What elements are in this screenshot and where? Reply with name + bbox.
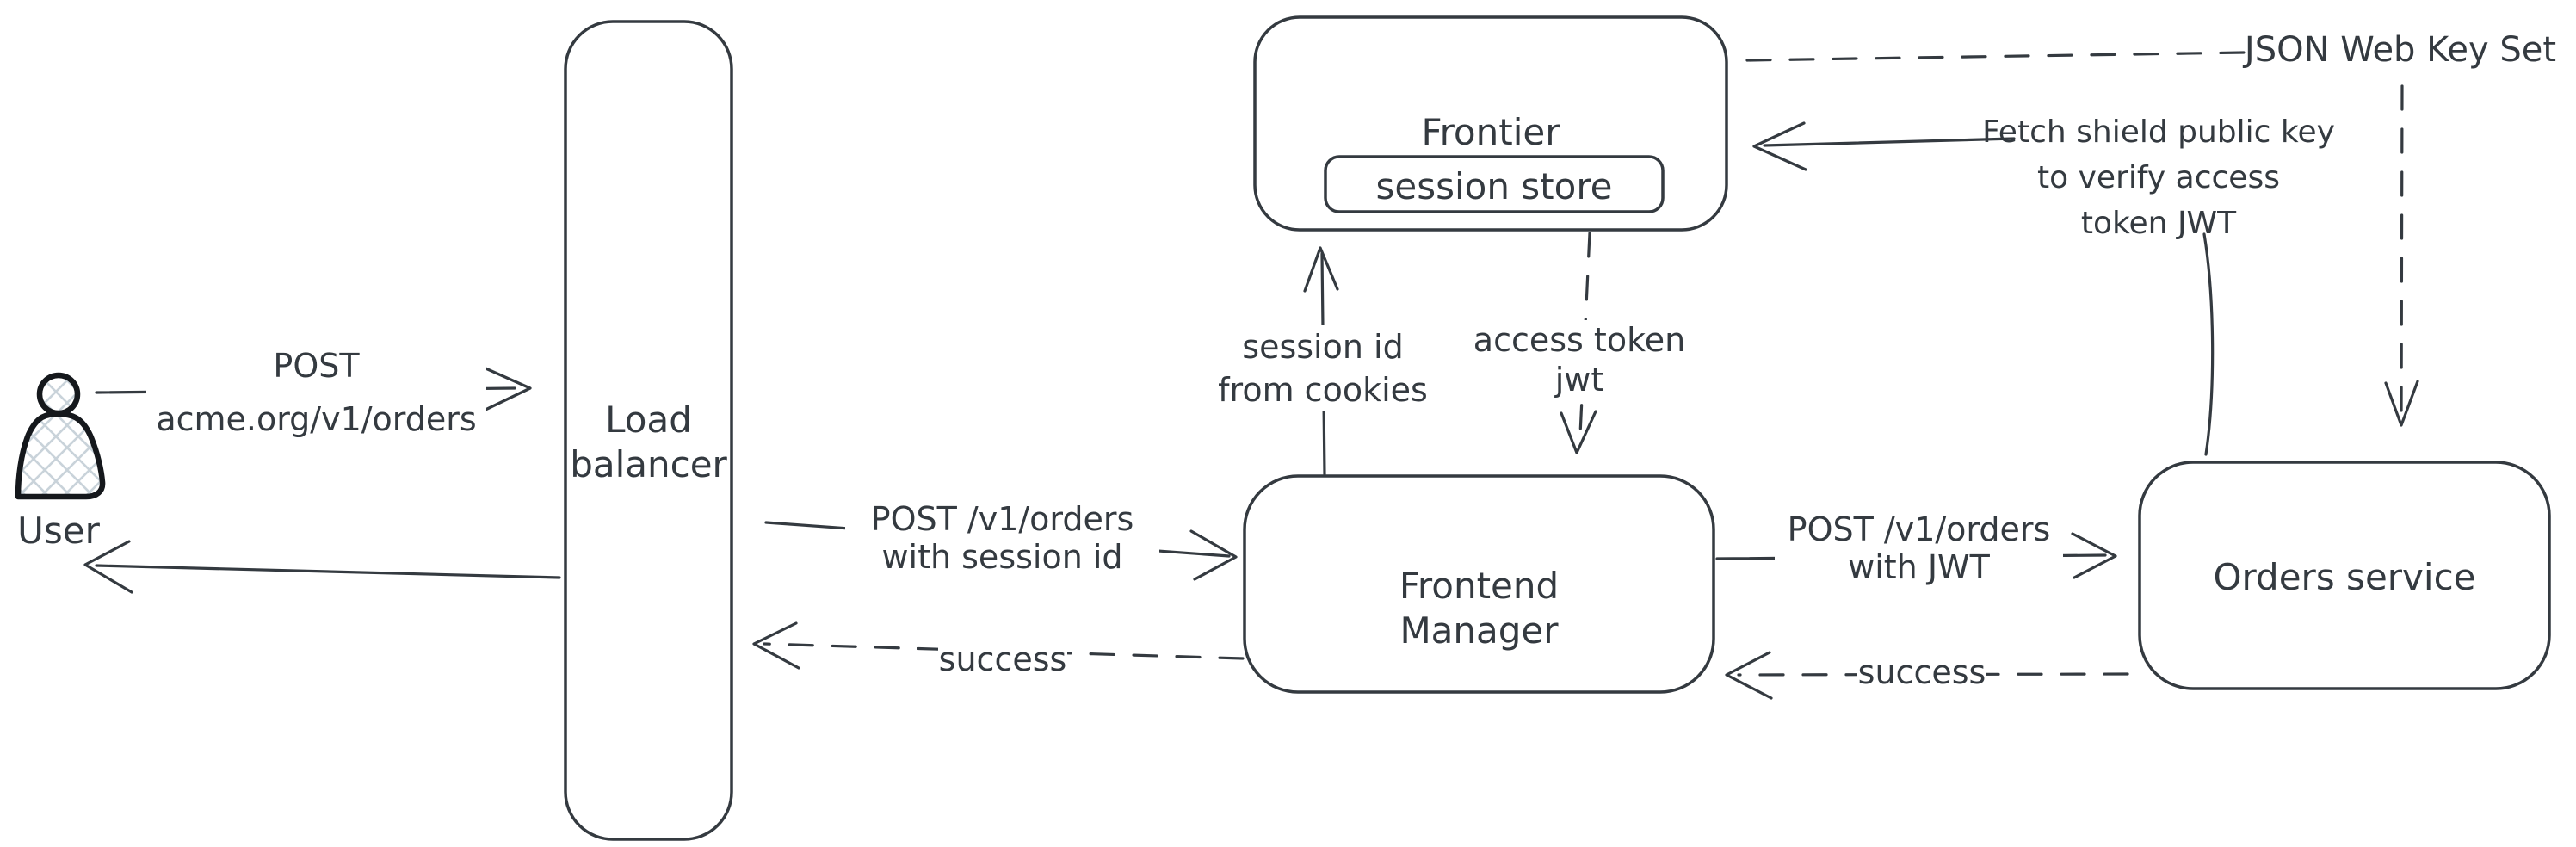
node-load-balancer-box [564, 20, 733, 841]
arrow-lb-to-fm [764, 521, 1238, 581]
node-frontend-manager-box [1243, 474, 1715, 694]
user-icon [15, 372, 106, 500]
arrow-lb-to-user [83, 540, 561, 594]
arrow-orders-to-frontier [1752, 121, 2215, 456]
arrow-jwks-to-orders [2384, 84, 2419, 427]
arrow-frontier-to-fm [1560, 232, 1597, 454]
arrow-fm-to-lb-success [752, 621, 1245, 670]
arrow-orders-to-fm-success [1725, 651, 2129, 700]
line-frontier-to-jwks [1745, 51, 2246, 62]
node-session-store-box [1324, 155, 1665, 213]
node-orders-service-box [2138, 461, 2551, 690]
arrow-fm-to-frontier [1303, 246, 1339, 476]
arrow-user-to-lb [95, 366, 532, 411]
arrow-fm-to-orders [1715, 532, 2117, 579]
